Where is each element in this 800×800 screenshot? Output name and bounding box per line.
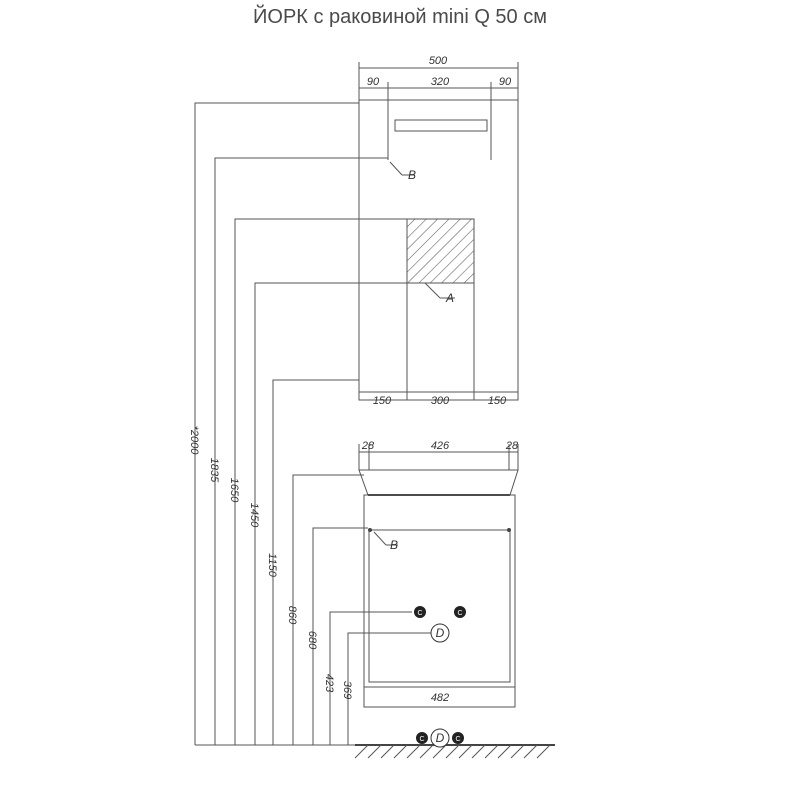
- svg-text:C: C: [417, 610, 422, 617]
- floor-drain-icon: D: [430, 728, 450, 748]
- cabinet-door: [368, 529, 511, 683]
- height-423: 423: [323, 674, 335, 693]
- dim-mirror-width: 500: [429, 55, 448, 67]
- dim-mirror-top-left: 90: [367, 76, 380, 88]
- svg-text:D: D: [436, 626, 445, 640]
- cabinet-body: [363, 494, 516, 688]
- hatched-area-a: [406, 218, 475, 284]
- page-title: ЙОРК с раковиной mini Q 50 см: [253, 6, 547, 28]
- floor: C D C: [195, 728, 555, 759]
- height-1450: 1450: [248, 503, 260, 528]
- dim-cab-top-left: 28: [361, 440, 375, 452]
- vanity-cabinet: 28 426 28 482 B C C D: [358, 440, 519, 708]
- height-1650: 1650: [228, 478, 240, 503]
- dim-cab-bottom: 482: [431, 692, 449, 704]
- height-680: 680: [306, 631, 318, 650]
- sink-top: [358, 469, 519, 496]
- svg-text:C: C: [419, 736, 424, 743]
- dim-mirror-top-right: 90: [499, 76, 512, 88]
- light-strip: [394, 119, 488, 132]
- height-369: 369: [341, 681, 353, 699]
- label-b-cabinet: B: [390, 538, 398, 552]
- cabinet-plinth: [363, 686, 516, 708]
- svg-text:D: D: [436, 731, 445, 745]
- dim-mirror-bot-right: 150: [488, 395, 507, 407]
- height-1835: 1835: [208, 458, 220, 483]
- height-dimension-lines: *2000 1835 1650 1450 1150 860 680 423 36…: [188, 102, 432, 745]
- floor-inlet-icon-left: C: [416, 732, 428, 744]
- drain-icon: D: [430, 623, 450, 643]
- height-2000: *2000: [188, 426, 200, 456]
- floor-inlet-icon-right: C: [452, 732, 464, 744]
- water-inlet-icon-left: C: [414, 606, 426, 618]
- mirror-outline: [358, 99, 519, 401]
- label-b-mirror: B: [408, 168, 416, 182]
- dim-cab-top-right: 28: [505, 440, 519, 452]
- height-860: 860: [286, 606, 298, 625]
- dim-mirror-bot-mid: 300: [431, 395, 450, 407]
- dim-cab-top-mid: 426: [431, 440, 450, 452]
- dim-mirror-top-mid: 320: [431, 76, 450, 88]
- svg-text:C: C: [457, 610, 462, 617]
- height-1150: 1150: [266, 553, 278, 578]
- mirror-unit: 500 90 320 90 B A 150 300 150: [358, 55, 519, 407]
- label-a: A: [445, 291, 454, 305]
- dim-mirror-bot-left: 150: [373, 395, 392, 407]
- svg-text:C: C: [455, 736, 460, 743]
- water-inlet-icon-right: C: [454, 606, 466, 618]
